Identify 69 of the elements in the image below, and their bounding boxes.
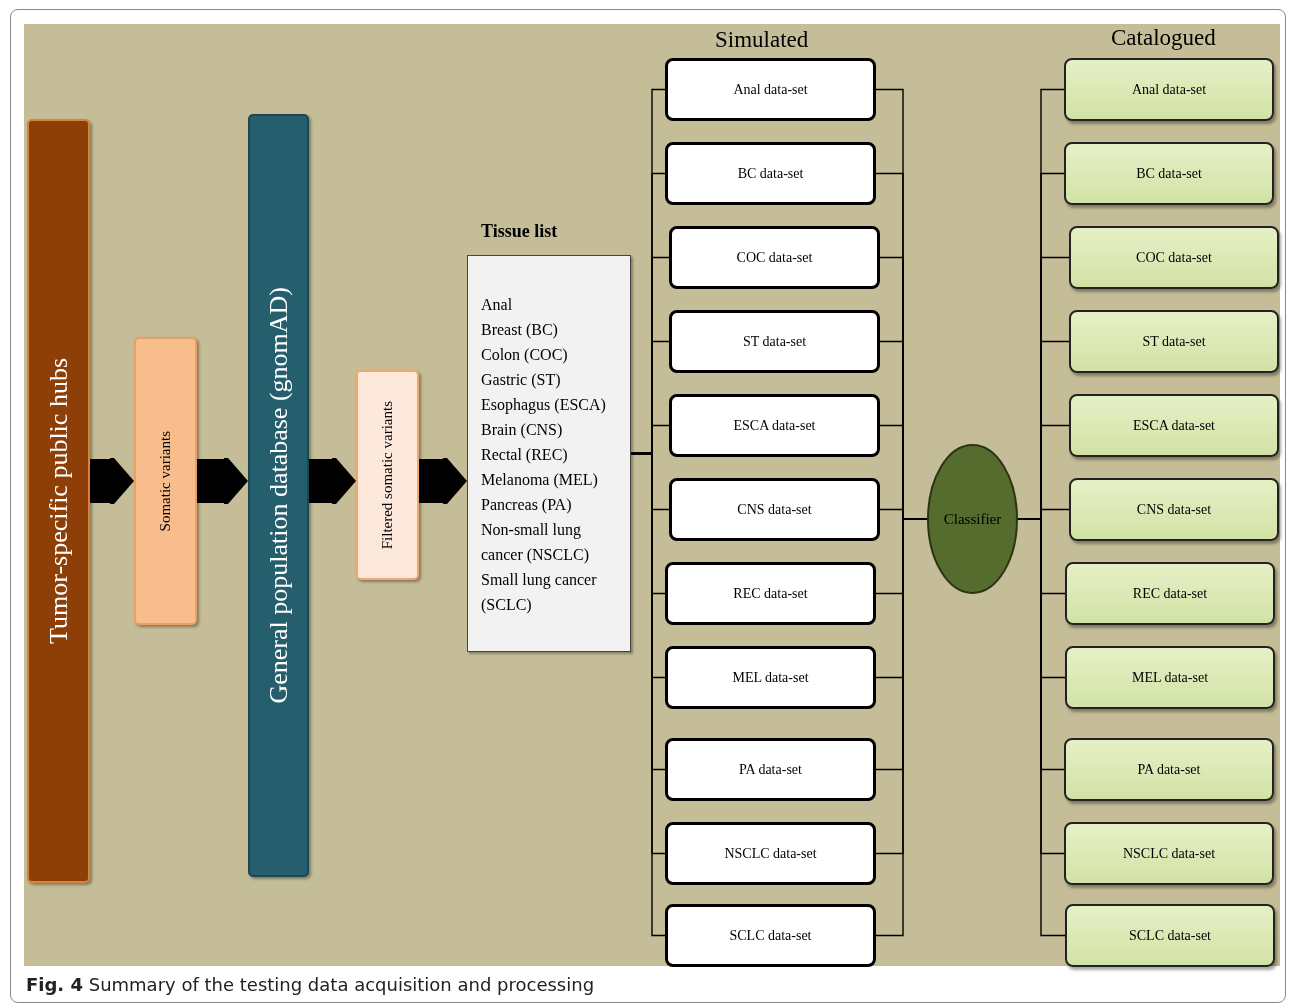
- list-item: Non-small lung cancer (NSCLC): [481, 520, 590, 566]
- bar-label: Somatic variants: [157, 430, 174, 532]
- node-label: SCLC data-set: [729, 927, 812, 944]
- node-label: ESCA data-set: [733, 417, 816, 434]
- catalogued-dataset-box: [1064, 738, 1274, 801]
- node-label: ESCA data-set: [1132, 417, 1215, 434]
- node-label: REC data-set: [733, 585, 808, 602]
- column-heading: Simulated: [715, 27, 809, 53]
- column-heading: Catalogued: [1111, 25, 1216, 51]
- node-label: COC data-set: [1136, 249, 1212, 266]
- list-item: Esophagus (ESCA): [481, 395, 606, 416]
- catalogued-dataset-box: [1064, 822, 1274, 885]
- node-label: ST data-set: [742, 333, 807, 350]
- node-label: MEL data-set: [732, 669, 809, 686]
- database-bar: [248, 114, 309, 877]
- node-label: Anal data-set: [733, 81, 808, 98]
- node-label: NSCLC data-set: [1122, 845, 1216, 862]
- node-label: SCLC data-set: [1128, 927, 1211, 944]
- node-label: MEL data-set: [1131, 669, 1209, 686]
- catalogued-dataset-box: [1065, 646, 1275, 709]
- node-label: ST data-set: [1142, 333, 1206, 350]
- stage-bar: [356, 370, 419, 580]
- list-item: Anal: [481, 295, 513, 315]
- simulated-dataset-box: [665, 738, 876, 801]
- list-item: Breast (BC): [481, 320, 558, 341]
- node-label: CNS data-set: [1136, 501, 1212, 518]
- node-label: PA data-set: [1137, 761, 1201, 778]
- list-item: Pancreas (PA): [481, 495, 572, 516]
- catalogued-dataset-box: [1069, 310, 1279, 373]
- catalogued-dataset-box: [1064, 58, 1274, 121]
- simulated-dataset-box: [669, 310, 880, 373]
- simulated-dataset-box: [665, 142, 876, 205]
- list-item: Melanoma (MEL): [481, 470, 598, 491]
- list-item: Brain (CNS): [481, 420, 563, 441]
- list-item: Gastric (ST): [481, 370, 561, 391]
- catalogued-dataset-box: [1064, 142, 1274, 205]
- node-label: CNS data-set: [737, 501, 812, 518]
- node-label: BC data-set: [737, 165, 804, 182]
- simulated-dataset-box: [669, 394, 880, 457]
- list-heading: Tissue list: [481, 220, 558, 243]
- node-label: Anal data-set: [1131, 81, 1207, 98]
- bar-label: Filtered somatic variants: [379, 400, 396, 550]
- node-label: BC data-set: [1136, 165, 1202, 182]
- node-label: NSCLC data-set: [724, 845, 817, 862]
- simulated-dataset-box: [665, 822, 876, 885]
- stage-bar: [134, 337, 197, 625]
- node-label: Classifier: [943, 510, 1002, 528]
- node-label: PA data-set: [739, 761, 802, 778]
- catalogued-dataset-box: [1069, 478, 1279, 541]
- list-item: Rectal (REC): [481, 445, 568, 466]
- simulated-dataset-box: [665, 58, 876, 121]
- figure-caption: Fig. 4 Summary of the testing data acquisition and processing: [26, 974, 595, 995]
- simulated-dataset-box: [669, 226, 880, 289]
- classifier-ellipse: [927, 444, 1018, 594]
- catalogued-dataset-box: [1069, 394, 1279, 457]
- catalogued-dataset-box: [1065, 904, 1275, 967]
- bar-label: General population database (gnomAD): [263, 287, 294, 704]
- list-item: Small lung cancer (SCLC): [481, 570, 598, 616]
- simulated-dataset-box: [669, 478, 880, 541]
- simulated-dataset-box: [665, 646, 876, 709]
- catalogued-dataset-box: [1069, 226, 1279, 289]
- node-label: REC data-set: [1132, 585, 1208, 602]
- node-label: COC data-set: [736, 249, 813, 266]
- hub-bar: [27, 119, 90, 883]
- simulated-dataset-box: [665, 562, 876, 625]
- bar-label: Tumor-specific public hubs: [43, 358, 74, 644]
- simulated-dataset-box: [665, 904, 876, 967]
- list-item: Colon (COC): [481, 345, 568, 366]
- catalogued-dataset-box: [1065, 562, 1275, 625]
